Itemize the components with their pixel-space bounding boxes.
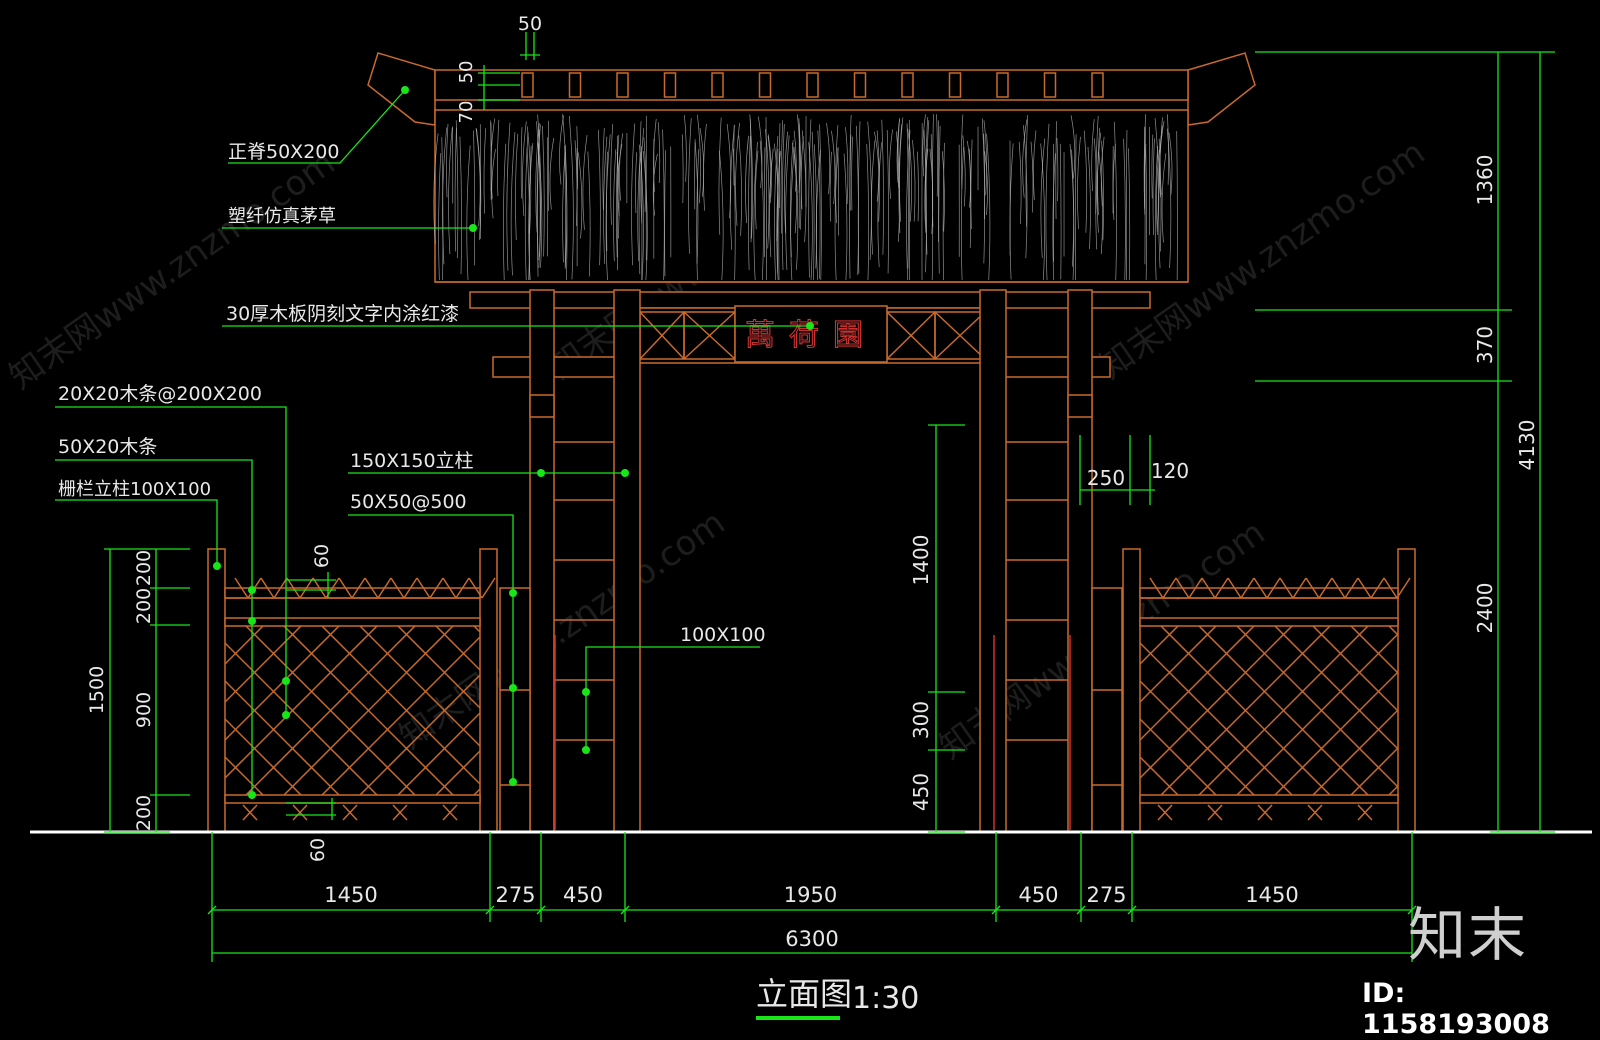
sign-text: 萬荷園 (745, 318, 877, 353)
rafter-tail (1091, 72, 1104, 98)
rafter-tail (1043, 72, 1057, 98)
label-strip-50x20: 50X20木条 (58, 436, 157, 458)
id-label: ID: 1158193008 (1362, 978, 1550, 1040)
svg-text:70: 70 (456, 101, 477, 124)
fence-left (207, 548, 498, 833)
side-post-right (1091, 587, 1123, 833)
rafter-tail (853, 72, 867, 98)
side-post-left (499, 587, 531, 833)
label-column: 150X150立柱 (350, 450, 474, 472)
svg-text:370: 370 (1473, 326, 1497, 364)
roof-rafters (521, 72, 1104, 98)
rafter-tail (568, 72, 582, 98)
svg-text:60: 60 (307, 838, 329, 862)
dim-bottom-segment: 1450 (1245, 883, 1298, 907)
svg-text:300: 300 (909, 701, 933, 739)
fence-post-left-outer (207, 548, 226, 833)
column-left-inner (613, 289, 641, 833)
svg-text:2400: 2400 (1473, 583, 1497, 634)
svg-text:450: 450 (909, 773, 933, 811)
svg-text:250: 250 (1087, 466, 1125, 490)
rafter-tail (901, 72, 914, 98)
watermark-1: 知末网www.znzmo.com (2, 143, 342, 398)
ladder-rungs (554, 441, 1068, 741)
label-fence-post: 栅栏立柱100X100 (58, 479, 211, 500)
svg-text:50: 50 (518, 13, 542, 35)
svg-text:1500: 1500 (86, 666, 108, 714)
svg-text:200: 200 (133, 795, 155, 831)
drawing-title: 立面图 1:30 (756, 975, 919, 1020)
annotations: 正脊50X200 塑纤仿真茅草 30厚木板阴刻文字内涂红漆 20X20木条@20… (55, 86, 814, 799)
dim-bottom-segment: 275 (495, 883, 535, 907)
dim-bottom-segment: 450 (563, 883, 603, 907)
title-text: 立面图 (756, 975, 852, 1013)
brand-logo: 知末 (1408, 901, 1529, 969)
column-right-outer (1067, 289, 1093, 833)
dimensions: 50 50 70 60 60 200 200 900 200 1500 (86, 13, 1555, 962)
rafter-tail (758, 72, 772, 98)
svg-text:200: 200 (133, 550, 155, 586)
fence-right (1122, 548, 1416, 833)
fence-post-left-inner (479, 548, 498, 833)
dim-bottom-segment: 1950 (784, 883, 837, 907)
svg-text:200: 200 (133, 588, 155, 624)
label-signboard: 30厚木板阴刻文字内涂红漆 (226, 303, 459, 325)
signboard (734, 305, 888, 363)
dim-bottom-segment: 275 (1086, 883, 1126, 907)
dim-bottom-segment: 450 (1018, 883, 1058, 907)
rafter-tail (948, 72, 962, 98)
rafter-tail (806, 72, 819, 98)
rafter-tail (616, 72, 629, 98)
gate: 萬荷園 (215, 289, 1409, 833)
label-thatch: 塑纤仿真茅草 (228, 206, 336, 227)
dim-bottom-segment: 1450 (324, 883, 377, 907)
svg-text:1400: 1400 (909, 535, 933, 586)
rafter-tail (663, 72, 677, 98)
rafter-tail (996, 72, 1009, 98)
column-left-outer (529, 289, 555, 833)
fence-post-right-inner (1122, 548, 1141, 833)
rafter-tail (711, 72, 724, 98)
svg-text:4130: 4130 (1515, 420, 1539, 471)
title-scale: 1:30 (852, 981, 919, 1016)
rafter-tail (521, 72, 534, 98)
roof (367, 52, 1256, 283)
column-right-inner (979, 289, 1007, 833)
label-rung: 50X50@500 (350, 491, 467, 513)
svg-text:50: 50 (456, 61, 477, 84)
roof-eave-right (1187, 52, 1256, 126)
svg-text:900: 900 (133, 692, 155, 728)
label-post-100: 100X100 (680, 624, 766, 646)
label-ridge: 正脊50X200 (228, 141, 339, 163)
svg-text:120: 120 (1151, 459, 1189, 483)
svg-text:60: 60 (311, 544, 333, 568)
label-lattice-strip: 20X20木条@200X200 (58, 383, 262, 405)
roof-thatch-texture (433, 114, 1178, 281)
svg-text:1360: 1360 (1473, 155, 1497, 206)
dim-total: 6300 (785, 927, 838, 951)
